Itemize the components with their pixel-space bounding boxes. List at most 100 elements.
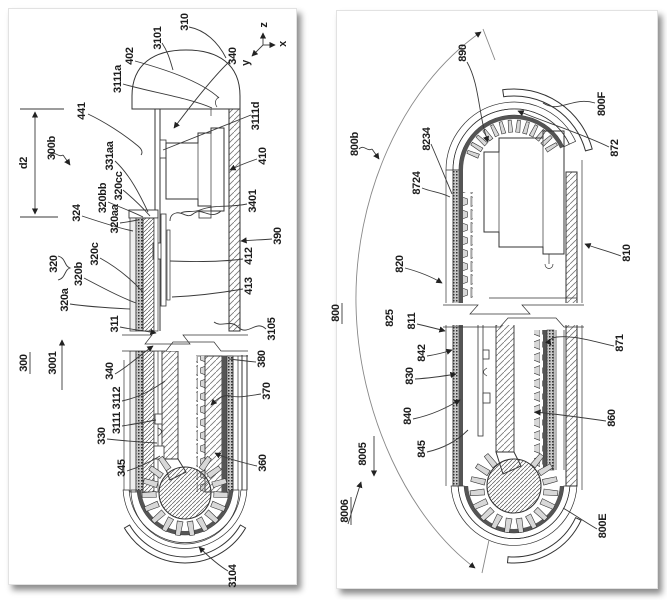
housing-wall-right (565, 171, 578, 487)
ref-800E: 800E (597, 514, 609, 539)
roller (158, 466, 212, 520)
ref-811: 811 (406, 312, 418, 329)
plate-811 (477, 317, 484, 437)
gear-tooth (528, 124, 539, 138)
ref-340-upper: 340 (227, 47, 239, 65)
leader-lines-left (49, 26, 273, 572)
ref-345: 345 (116, 459, 128, 477)
break-cut-lower (122, 341, 248, 352)
right-strip-dotted (546, 329, 555, 471)
plate-412 (160, 213, 167, 307)
cover-800F (502, 88, 593, 152)
clip-hook (157, 427, 162, 437)
gear-tooth (498, 121, 507, 135)
ref-390: 390 (272, 227, 284, 245)
ref-320c: 320c (89, 242, 101, 265)
gear-tooth (195, 516, 209, 533)
sweep-arc-825 (355, 31, 482, 569)
axis-indicator (251, 32, 276, 57)
ref-410: 410 (257, 147, 269, 165)
gear-tooth (466, 150, 480, 159)
gear-tooth (175, 520, 184, 537)
dome-notch (215, 96, 220, 108)
gear-tooth (474, 463, 491, 477)
gear-tooth (515, 517, 524, 534)
gear-tooth (539, 498, 556, 510)
dimension-d2 (20, 108, 64, 218)
ref-8724: 8724 (411, 170, 423, 194)
gear-tooth (186, 520, 195, 537)
circuit-block-lines (197, 128, 212, 211)
gear-tooth (543, 488, 559, 497)
ref-360: 360 (257, 454, 269, 472)
ref-320: 320 (48, 255, 60, 273)
ref-300b: 300b (46, 135, 58, 159)
ref-320bb: 320bb (97, 182, 109, 213)
anchor-hook (544, 254, 554, 269)
gear-tooth (544, 142, 558, 153)
circuit-block-right (483, 130, 565, 255)
stem-column (495, 315, 515, 453)
left-strip-dark (459, 170, 463, 486)
axis-x-label: x (277, 40, 289, 47)
ref-3111d: 3111d (250, 102, 262, 130)
ref-324: 324 (71, 203, 83, 222)
gear-tooth (470, 476, 486, 486)
gear-tooth (504, 517, 513, 534)
gear-tooth (522, 121, 530, 135)
gear-tooth (533, 506, 549, 522)
roller-right (486, 458, 542, 514)
gear-tooth (141, 491, 157, 498)
ref-8006: 8006 (339, 499, 351, 522)
ref-311: 311 (109, 315, 121, 332)
clip-842 (482, 349, 490, 360)
right-plate-lines (555, 330, 565, 470)
gear-tooth (530, 453, 545, 469)
clip-hook-right (483, 367, 488, 377)
gear-tooth (210, 500, 227, 512)
ref-3111a: 3111a (112, 64, 124, 93)
flex-cable (169, 210, 222, 222)
right-teeth-lower (534, 330, 543, 468)
ref-380: 380 (256, 350, 268, 368)
support-plate-lower (161, 350, 179, 460)
gear-tooth (537, 463, 554, 477)
gear-tooth (525, 513, 538, 530)
outer-guide-3104 (123, 524, 247, 564)
ref-320a: 320a (59, 287, 71, 311)
clip-3111 (154, 413, 163, 425)
arrow-8006 (347, 481, 363, 525)
leader-lines-right (358, 61, 622, 530)
ref-320b: 320b (73, 261, 85, 285)
ref-830: 830 (404, 367, 416, 385)
ref-340-lower: 340 (104, 362, 116, 380)
housing-dome (131, 49, 241, 110)
layer-dotted (226, 355, 234, 493)
axis-y-label: y (240, 59, 252, 66)
ref-402: 402 (124, 47, 136, 65)
stack-cap-324 (128, 209, 159, 219)
ref-3001: 3001 (47, 351, 59, 374)
circuit-block (165, 127, 225, 212)
gear-tooth (148, 465, 164, 479)
ref-8005: 8005 (357, 442, 369, 465)
ref-8234: 8234 (421, 126, 433, 150)
ref-330: 330 (96, 427, 108, 445)
ref-300: 300 (18, 354, 30, 372)
ref-441: 441 (76, 102, 88, 120)
ref-872: 872 (609, 139, 621, 157)
gear-tooth (479, 506, 495, 522)
ref-3111: 3111 (111, 412, 123, 434)
housing-wall-upper (228, 108, 241, 332)
gear-tooth (161, 516, 175, 533)
ref-320aa: 320aa (109, 203, 121, 233)
sweep-arc-ticks (481, 28, 496, 574)
roller-teeth-fan (141, 455, 229, 537)
ref-800b: 800b (349, 131, 361, 155)
gear-tooth (472, 498, 489, 510)
display-stack-upper (129, 217, 159, 332)
layer-dark (222, 356, 227, 492)
ref-412: 412 (243, 247, 255, 265)
ref-890: 890 (457, 44, 469, 62)
